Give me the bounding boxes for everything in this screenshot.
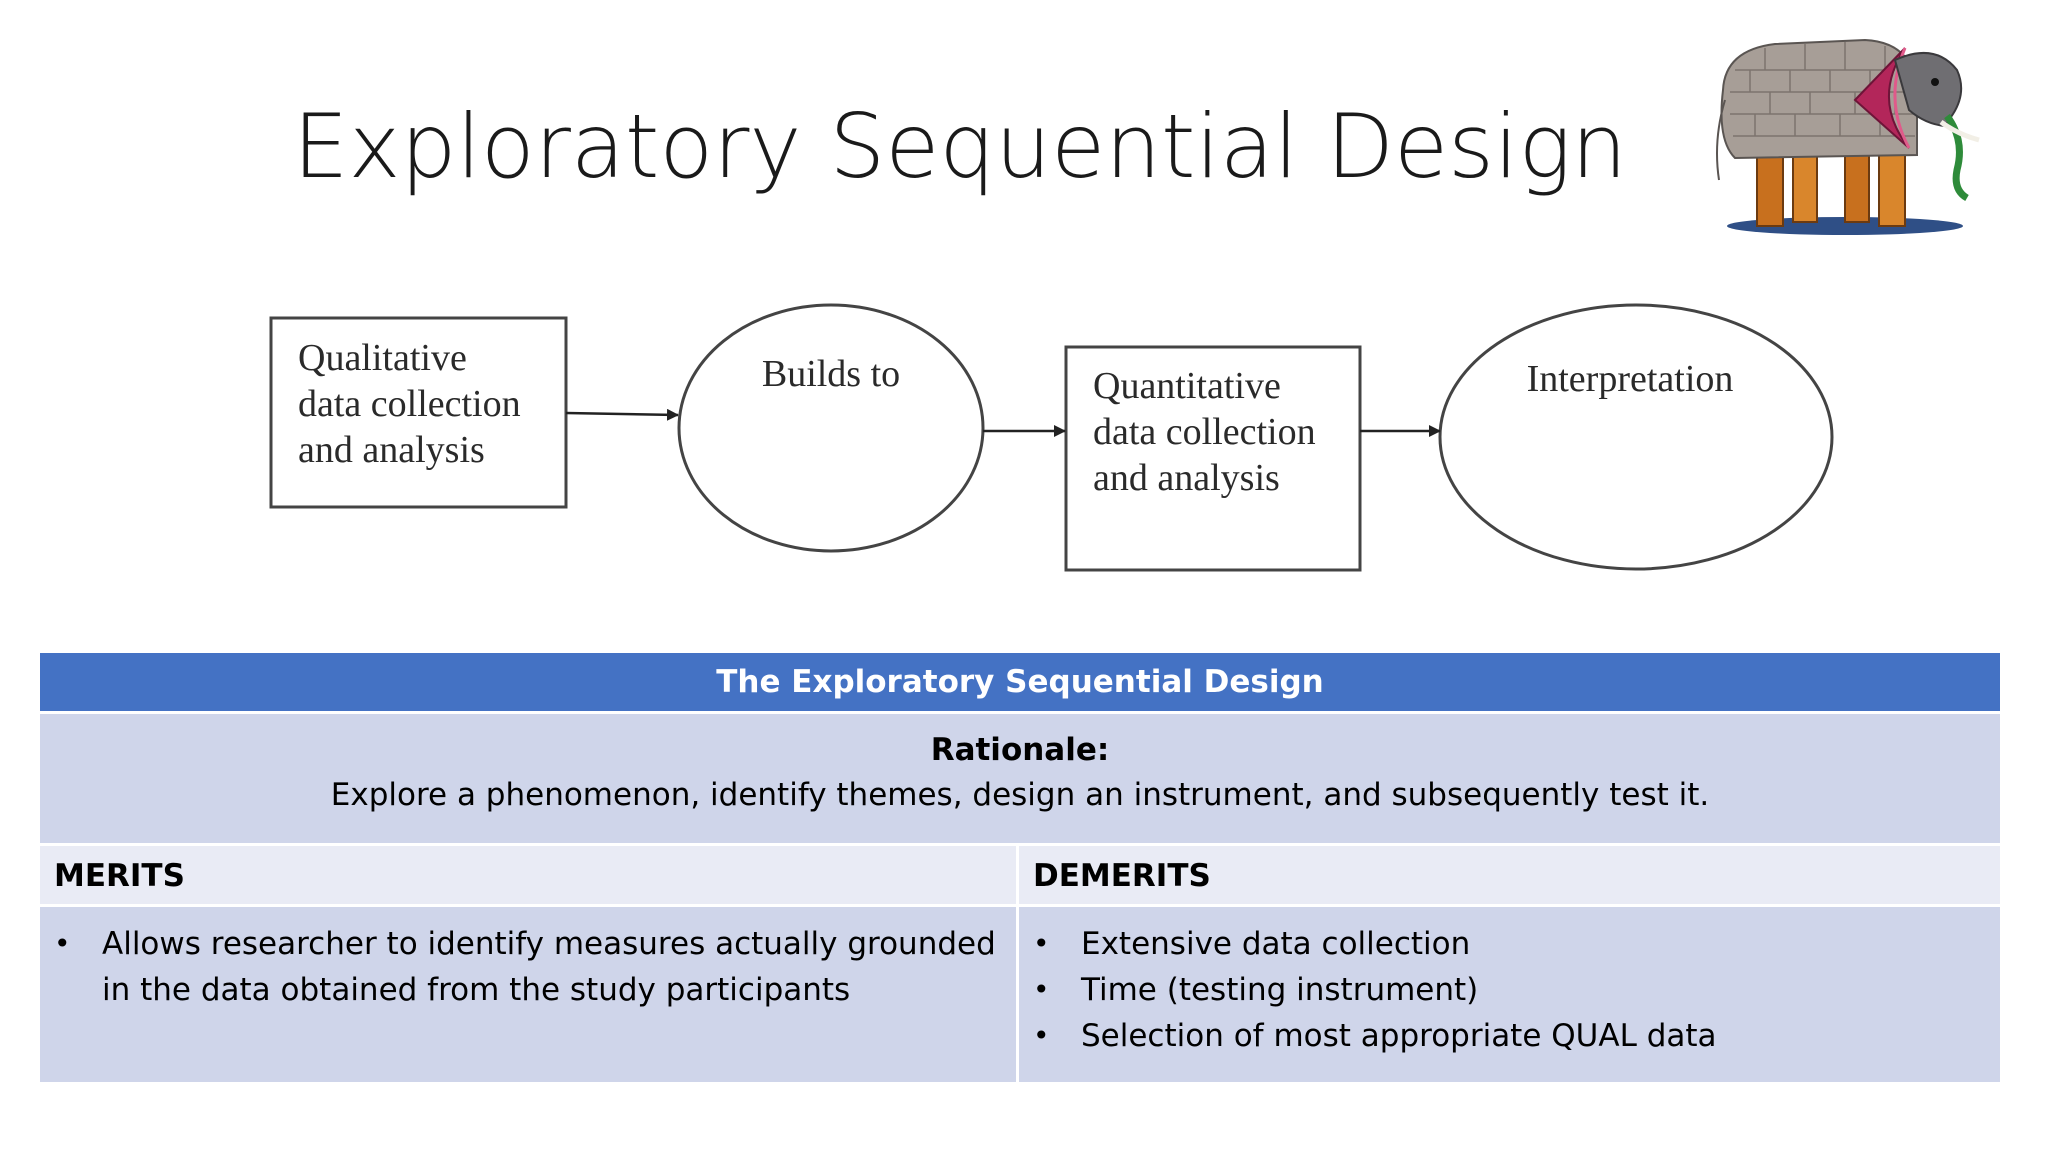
process-box	[269, 316, 568, 509]
node-label: data collection	[1093, 411, 1316, 453]
node-label: and analysis	[1093, 457, 1280, 499]
rationale-label: Rationale:	[930, 732, 1110, 768]
elephant-illustration-icon	[1716, 38, 1980, 235]
node-label: Interpretation	[1527, 358, 1734, 400]
demerits-header: DEMERITS	[1019, 846, 2000, 907]
demerits-cell: Extensive data collection Time (testing …	[1019, 907, 2000, 1082]
merits-list: Allows researcher to identify measures a…	[40, 921, 1016, 1013]
demerit-item: Time (testing instrument)	[1019, 967, 2000, 1013]
demerits-list: Extensive data collection Time (testing …	[1019, 921, 2000, 1059]
merits-header: MERITS	[40, 846, 1019, 907]
process-box	[1064, 345, 1362, 572]
content-row: Allows researcher to identify measures a…	[40, 907, 2000, 1082]
rationale-cell: Rationale: Explore a phenomenon, identif…	[40, 714, 2000, 846]
process-ellipse	[677, 303, 985, 553]
node-label: Quantitative	[1093, 365, 1281, 407]
design-table: The Exploratory Sequential Design Ration…	[40, 653, 2000, 1082]
slide-title: Exploratory Sequential Design	[292, 95, 1628, 198]
demerit-item: Extensive data collection	[1019, 921, 2000, 967]
node-label: Builds to	[762, 353, 900, 395]
demerit-item: Selection of most appropriate QUAL data	[1019, 1013, 2000, 1059]
rationale-text: Explore a phenomenon, identify themes, d…	[330, 777, 1710, 813]
merits-cell: Allows researcher to identify measures a…	[40, 907, 1019, 1082]
node-label: data collection	[298, 383, 521, 425]
flow-arrow	[565, 408, 679, 421]
node-label: Qualitative	[298, 337, 467, 379]
table-header: The Exploratory Sequential Design	[40, 653, 2000, 714]
merit-item: Allows researcher to identify measures a…	[40, 921, 1016, 1013]
node-label: and analysis	[298, 429, 485, 471]
process-ellipse	[1438, 303, 1834, 571]
column-header-row: MERITS DEMERITS	[40, 846, 2000, 907]
